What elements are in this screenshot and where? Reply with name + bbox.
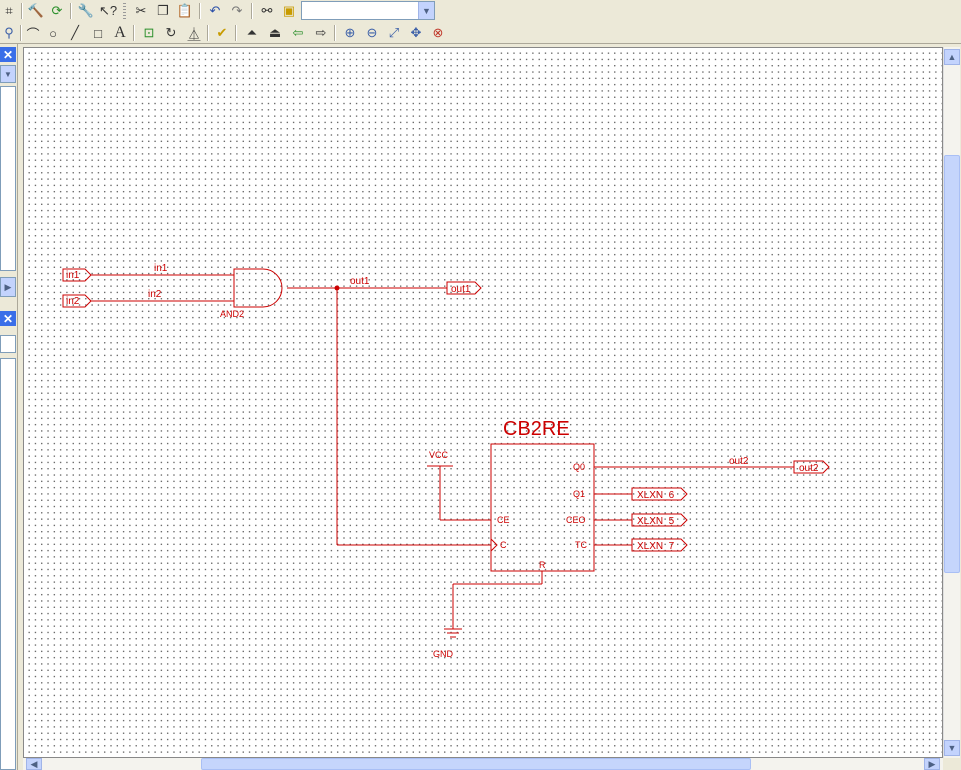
toolbar-separator [235,25,237,41]
net-label-out2: out2 [729,456,749,467]
horizontal-scroll-thumb[interactable] [201,758,751,770]
panel-input[interactable] [0,335,16,353]
input-port-in1[interactable] [62,268,92,282]
output-port-out1[interactable] [446,281,482,295]
cut-icon[interactable]: ✂ [135,3,147,18]
schematic-canvas[interactable]: in1 in2 in1 in2 AND2 out1 out1 CB2RE VCC… [23,47,943,758]
back-icon[interactable]: ⇦ [292,25,304,40]
pin-label-ceo: CEO [566,515,586,525]
zoom-full-icon[interactable]: ✥ [410,25,422,40]
find-folder-icon[interactable]: ▣ [282,3,296,18]
port-xlxn-5[interactable] [631,513,688,527]
junction-dot [334,285,340,291]
close-icon[interactable]: ✕ [0,311,16,326]
net-label-in2: in2 [148,289,162,300]
circle-tool-icon[interactable]: ○ [49,25,57,41]
push-up-icon[interactable]: ⏶ [246,25,258,40]
undo-icon[interactable]: ↶ [209,3,221,18]
pointer-icon[interactable]: ⚲ [4,25,14,40]
panel-list[interactable] [0,86,16,271]
gate-label: AND2 [220,309,244,319]
port-xlxn-6[interactable] [631,487,688,501]
refresh-icon[interactable]: ⟳ [51,3,63,18]
arc-tool-icon[interactable]: ⌒ [26,26,40,42]
mirror-icon[interactable]: ⏅ [187,26,201,42]
left-dock-panel: ✕ ▼ ▶ ✕ [0,44,18,770]
text-tool-icon[interactable]: A [114,24,126,41]
pin-label-q0: Q0 [573,462,585,472]
schematic-drawing: in1 in2 in1 in2 AND2 out1 out1 CB2RE VCC… [62,263,830,659]
toolbar-separator [207,25,209,41]
scroll-down-button[interactable]: ▼ [944,740,960,756]
scroll-left-button[interactable]: ◀ [26,758,42,770]
toolbar-separator [334,25,336,41]
main-toolbar: ⌗ 🔨 ⟳ 🔧 ↖? ✂ ❐ 📋 ↶ ↷ ⚯ ▣ ▼ [0,0,961,22]
pop-icon[interactable]: ⏏ [268,25,282,40]
toolbar-separator [251,3,253,19]
vertical-scroll-thumb[interactable] [944,155,960,573]
component-name: CB2RE [503,418,570,440]
line-tool-icon[interactable]: ╱ [71,25,79,40]
copy-icon[interactable]: ❐ [157,3,169,18]
chevron-down-icon[interactable]: ▼ [418,2,434,19]
pin-label-tc: TC [575,540,587,550]
check-schematic-icon[interactable]: ✔ [216,25,228,40]
horizontal-scrollbar[interactable]: ◀ ▶ [23,758,943,770]
port-label-in1: in1 [66,270,80,281]
panel-dropdown[interactable]: ▼ [0,65,16,83]
output-port-out2[interactable] [793,460,830,474]
toolbar-separator [199,3,201,19]
scroll-up-button[interactable]: ▲ [944,49,960,65]
grid-snap-icon[interactable]: ⌗ [5,3,13,18]
zoom-fit-icon[interactable]: ⤢ [388,25,400,40]
hammer-icon[interactable]: 🔨 [27,3,45,18]
chevron-right-icon[interactable]: ▶ [0,277,16,297]
vertical-scrollbar[interactable]: ▲ ▼ [943,47,960,758]
toolbar-separator [20,25,22,41]
toolbar-separator [21,3,23,19]
port-label-xlxn-5: XLXN_5 [637,516,675,527]
toolbar-separator [70,3,72,19]
and-gate[interactable] [233,268,283,308]
vcc-label: VCC [429,450,449,460]
binoculars-icon[interactable]: ⚯ [261,3,273,18]
port-xlxn-7[interactable] [631,538,688,552]
rotate-icon[interactable]: ↻ [165,25,177,40]
port-label-out2: out2 [799,463,819,474]
search-combo[interactable]: ▼ [301,1,435,20]
zoom-in-icon[interactable]: ⊕ [344,25,356,40]
port-label-in2: in2 [66,296,80,307]
net-label-out1: out1 [350,276,370,287]
wrench-icon[interactable]: 🔧 [77,3,95,18]
port-label-xlxn-6: XLXN_6 [637,490,675,501]
net-label-in1: in1 [154,263,168,274]
gnd-label: GND [433,649,454,659]
rectangle-tool-icon[interactable]: □ [94,25,102,41]
scroll-right-button[interactable]: ▶ [924,758,940,770]
help-pointer-icon[interactable]: ↖? [98,3,118,18]
toolbar-separator [133,25,135,41]
pin-label-ce: CE [497,515,510,525]
drawing-toolbar: ⚲ ⌒ ○ ╱ □ A ⊡ ↻ ⏅ ✔ ⏶ ⏏ ⇦ ⇨ ⊕ ⊖ ⤢ ✥ ⊗ [0,22,961,44]
symbol-icon[interactable]: ⊡ [143,25,155,40]
forward-icon[interactable]: ⇨ [315,25,327,40]
input-port-in2[interactable] [62,294,92,308]
toolbar-grip[interactable] [123,3,126,19]
redo-icon[interactable]: ↷ [231,3,243,18]
close-icon[interactable]: ✕ [0,47,16,62]
pin-label-q1: Q1 [573,489,585,499]
pin-label-r: R [539,560,546,570]
pin-label-c: C [500,540,507,550]
port-label-out1: out1 [451,284,471,295]
zoom-selected-icon[interactable]: ⊗ [432,25,444,40]
zoom-out-icon[interactable]: ⊖ [366,25,378,40]
panel-content[interactable] [0,358,16,770]
paste-icon[interactable]: 📋 [176,3,194,18]
clock-pin-marker [490,538,498,552]
port-label-xlxn-7: XLXN_7 [637,541,675,552]
